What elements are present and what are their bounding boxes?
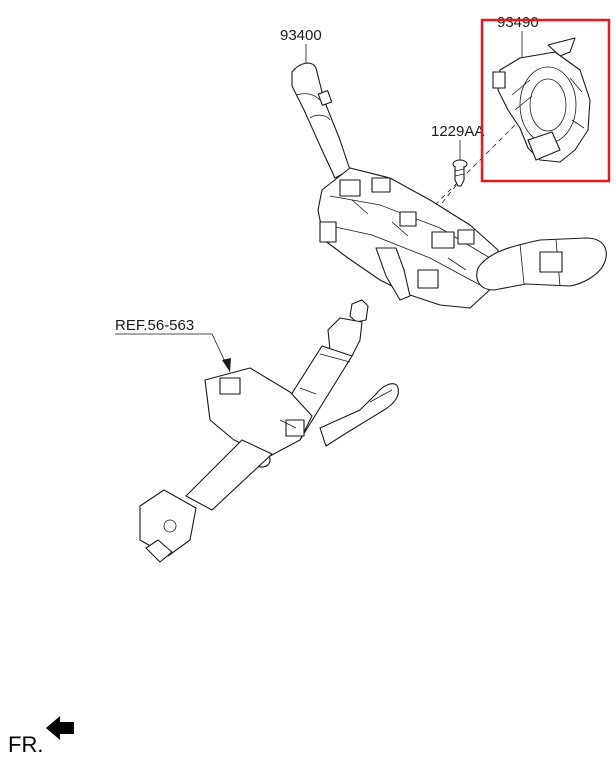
steering-column[interactable] xyxy=(139,299,369,563)
front-label: FR. xyxy=(8,732,43,757)
multifunction-switch[interactable] xyxy=(317,167,499,309)
label-93490: 93490 xyxy=(497,14,539,31)
label-93400: 93400 xyxy=(280,27,322,44)
tilt-lever[interactable] xyxy=(319,383,399,447)
label-1229aa: 1229AA xyxy=(431,123,484,140)
clock-spring-part[interactable] xyxy=(492,37,591,163)
highlight-box xyxy=(480,18,611,183)
upper-stalk[interactable] xyxy=(291,62,351,179)
label-ref-56-563: REF.56-563 xyxy=(115,317,194,334)
front-direction-arrow-icon xyxy=(46,716,74,740)
leader-lines xyxy=(115,31,523,373)
screw-part[interactable] xyxy=(452,159,468,187)
right-stalk[interactable] xyxy=(476,237,607,291)
